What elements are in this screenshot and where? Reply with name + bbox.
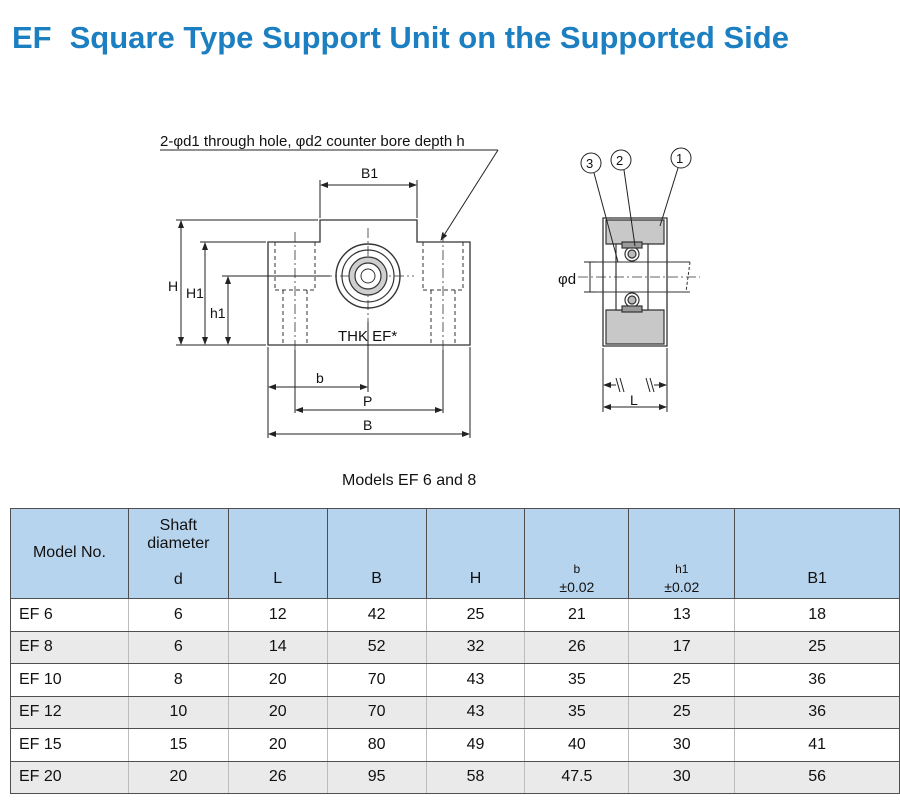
title-code: EF	[12, 20, 52, 55]
model-cell: EF 15	[10, 728, 129, 762]
header-b-tol: b ±0.02	[524, 508, 630, 599]
label-l: L	[630, 392, 638, 408]
value-cell: 17	[628, 630, 736, 664]
value-cell: 80	[326, 728, 427, 762]
value-cell: 25	[734, 630, 900, 664]
value-cell: 6	[127, 630, 229, 664]
value-cell: 41	[734, 728, 900, 762]
model-cell: EF 10	[10, 663, 129, 697]
value-cell: 26	[227, 760, 328, 794]
value-cell: 58	[425, 760, 526, 794]
technical-drawing: 2-φd1 through hole, φd2 counter bore dep…	[160, 133, 700, 438]
header-h1-tolerance: ±0.02	[664, 579, 700, 595]
dimension-table: Model No. Shaft diameter d L B H b ±0.02…	[10, 508, 900, 794]
front-view	[267, 219, 471, 350]
value-cell: 43	[425, 663, 526, 697]
value-cell: 20	[227, 663, 328, 697]
dimension-heights	[176, 219, 330, 346]
figure-caption: Models EF 6 and 8	[342, 472, 477, 489]
value-cell: 26	[524, 630, 630, 664]
value-cell: 12	[227, 598, 328, 632]
value-cell: 20	[127, 760, 229, 794]
value-cell: 8	[127, 663, 229, 697]
value-cell: 25	[628, 663, 736, 697]
value-cell: 36	[734, 695, 900, 729]
callout-2: 2	[616, 153, 623, 168]
value-cell: 10	[127, 695, 229, 729]
label-p: P	[363, 393, 372, 409]
title-text: Square Type Support Unit on the Supporte…	[69, 20, 789, 55]
dimension-side	[584, 261, 668, 412]
value-cell: 30	[628, 728, 736, 762]
value-cell: 21	[524, 598, 630, 632]
label-h1-lower: h1	[210, 305, 226, 321]
header-h1-small: h1	[675, 562, 689, 576]
value-cell: 20	[227, 728, 328, 762]
value-cell: 35	[524, 695, 630, 729]
label-h1-upper: H1	[186, 285, 204, 301]
value-cell: 15	[127, 728, 229, 762]
model-cell: EF 20	[10, 760, 129, 794]
value-cell: 13	[628, 598, 736, 632]
value-cell: 20	[227, 695, 328, 729]
header-shaft: Shaft diameter d	[127, 508, 229, 599]
header-h1-tol: h1 ±0.02	[628, 508, 736, 599]
value-cell: 30	[628, 760, 736, 794]
callout-3: 3	[586, 156, 593, 171]
header-h: H	[425, 508, 526, 599]
model-cell: EF 6	[10, 598, 129, 632]
value-cell: 70	[326, 663, 427, 697]
value-cell: 14	[227, 630, 328, 664]
header-b: B	[326, 508, 427, 599]
page-title: EF Square Type Support Unit on the Suppor…	[12, 20, 789, 56]
value-cell: 32	[425, 630, 526, 664]
header-b-tolerance: ±0.02	[559, 579, 595, 595]
value-cell: 18	[734, 598, 900, 632]
side-view	[578, 217, 700, 347]
value-cell: 70	[326, 695, 427, 729]
label-b-small: b	[316, 370, 324, 386]
value-cell: 25	[425, 598, 526, 632]
callouts	[580, 147, 692, 263]
value-cell: 36	[734, 663, 900, 697]
value-cell: 56	[734, 760, 900, 794]
header-l: L	[227, 508, 328, 599]
header-shaft-label: Shaft diameter	[147, 517, 210, 552]
hole-note: 2-φd1 through hole, φd2 counter bore dep…	[160, 133, 465, 150]
model-cell: EF 12	[10, 695, 129, 729]
label-d: φd	[558, 271, 576, 288]
header-model: Model No.	[10, 508, 129, 599]
value-cell: 35	[524, 663, 630, 697]
header-d: d	[173, 571, 183, 588]
model-cell: EF 8	[10, 630, 129, 664]
value-cell: 43	[425, 695, 526, 729]
value-cell: 42	[326, 598, 427, 632]
label-b1: B1	[361, 165, 378, 181]
table-header-row: Model No. Shaft diameter d L B H b ±0.02…	[10, 508, 900, 599]
value-cell: 49	[425, 728, 526, 762]
value-cell: 52	[326, 630, 427, 664]
value-cell: 6	[127, 598, 229, 632]
label-h: H	[168, 278, 178, 294]
header-b-small: b	[573, 562, 581, 576]
value-cell: 25	[628, 695, 736, 729]
value-cell: 40	[524, 728, 630, 762]
label-b: B	[363, 417, 372, 433]
dimension-b1	[319, 180, 418, 218]
value-cell: 47.5	[524, 760, 630, 794]
dimension-widths	[267, 322, 471, 438]
callout-1: 1	[676, 151, 683, 166]
header-b1: B1	[734, 508, 900, 599]
value-cell: 95	[326, 760, 427, 794]
